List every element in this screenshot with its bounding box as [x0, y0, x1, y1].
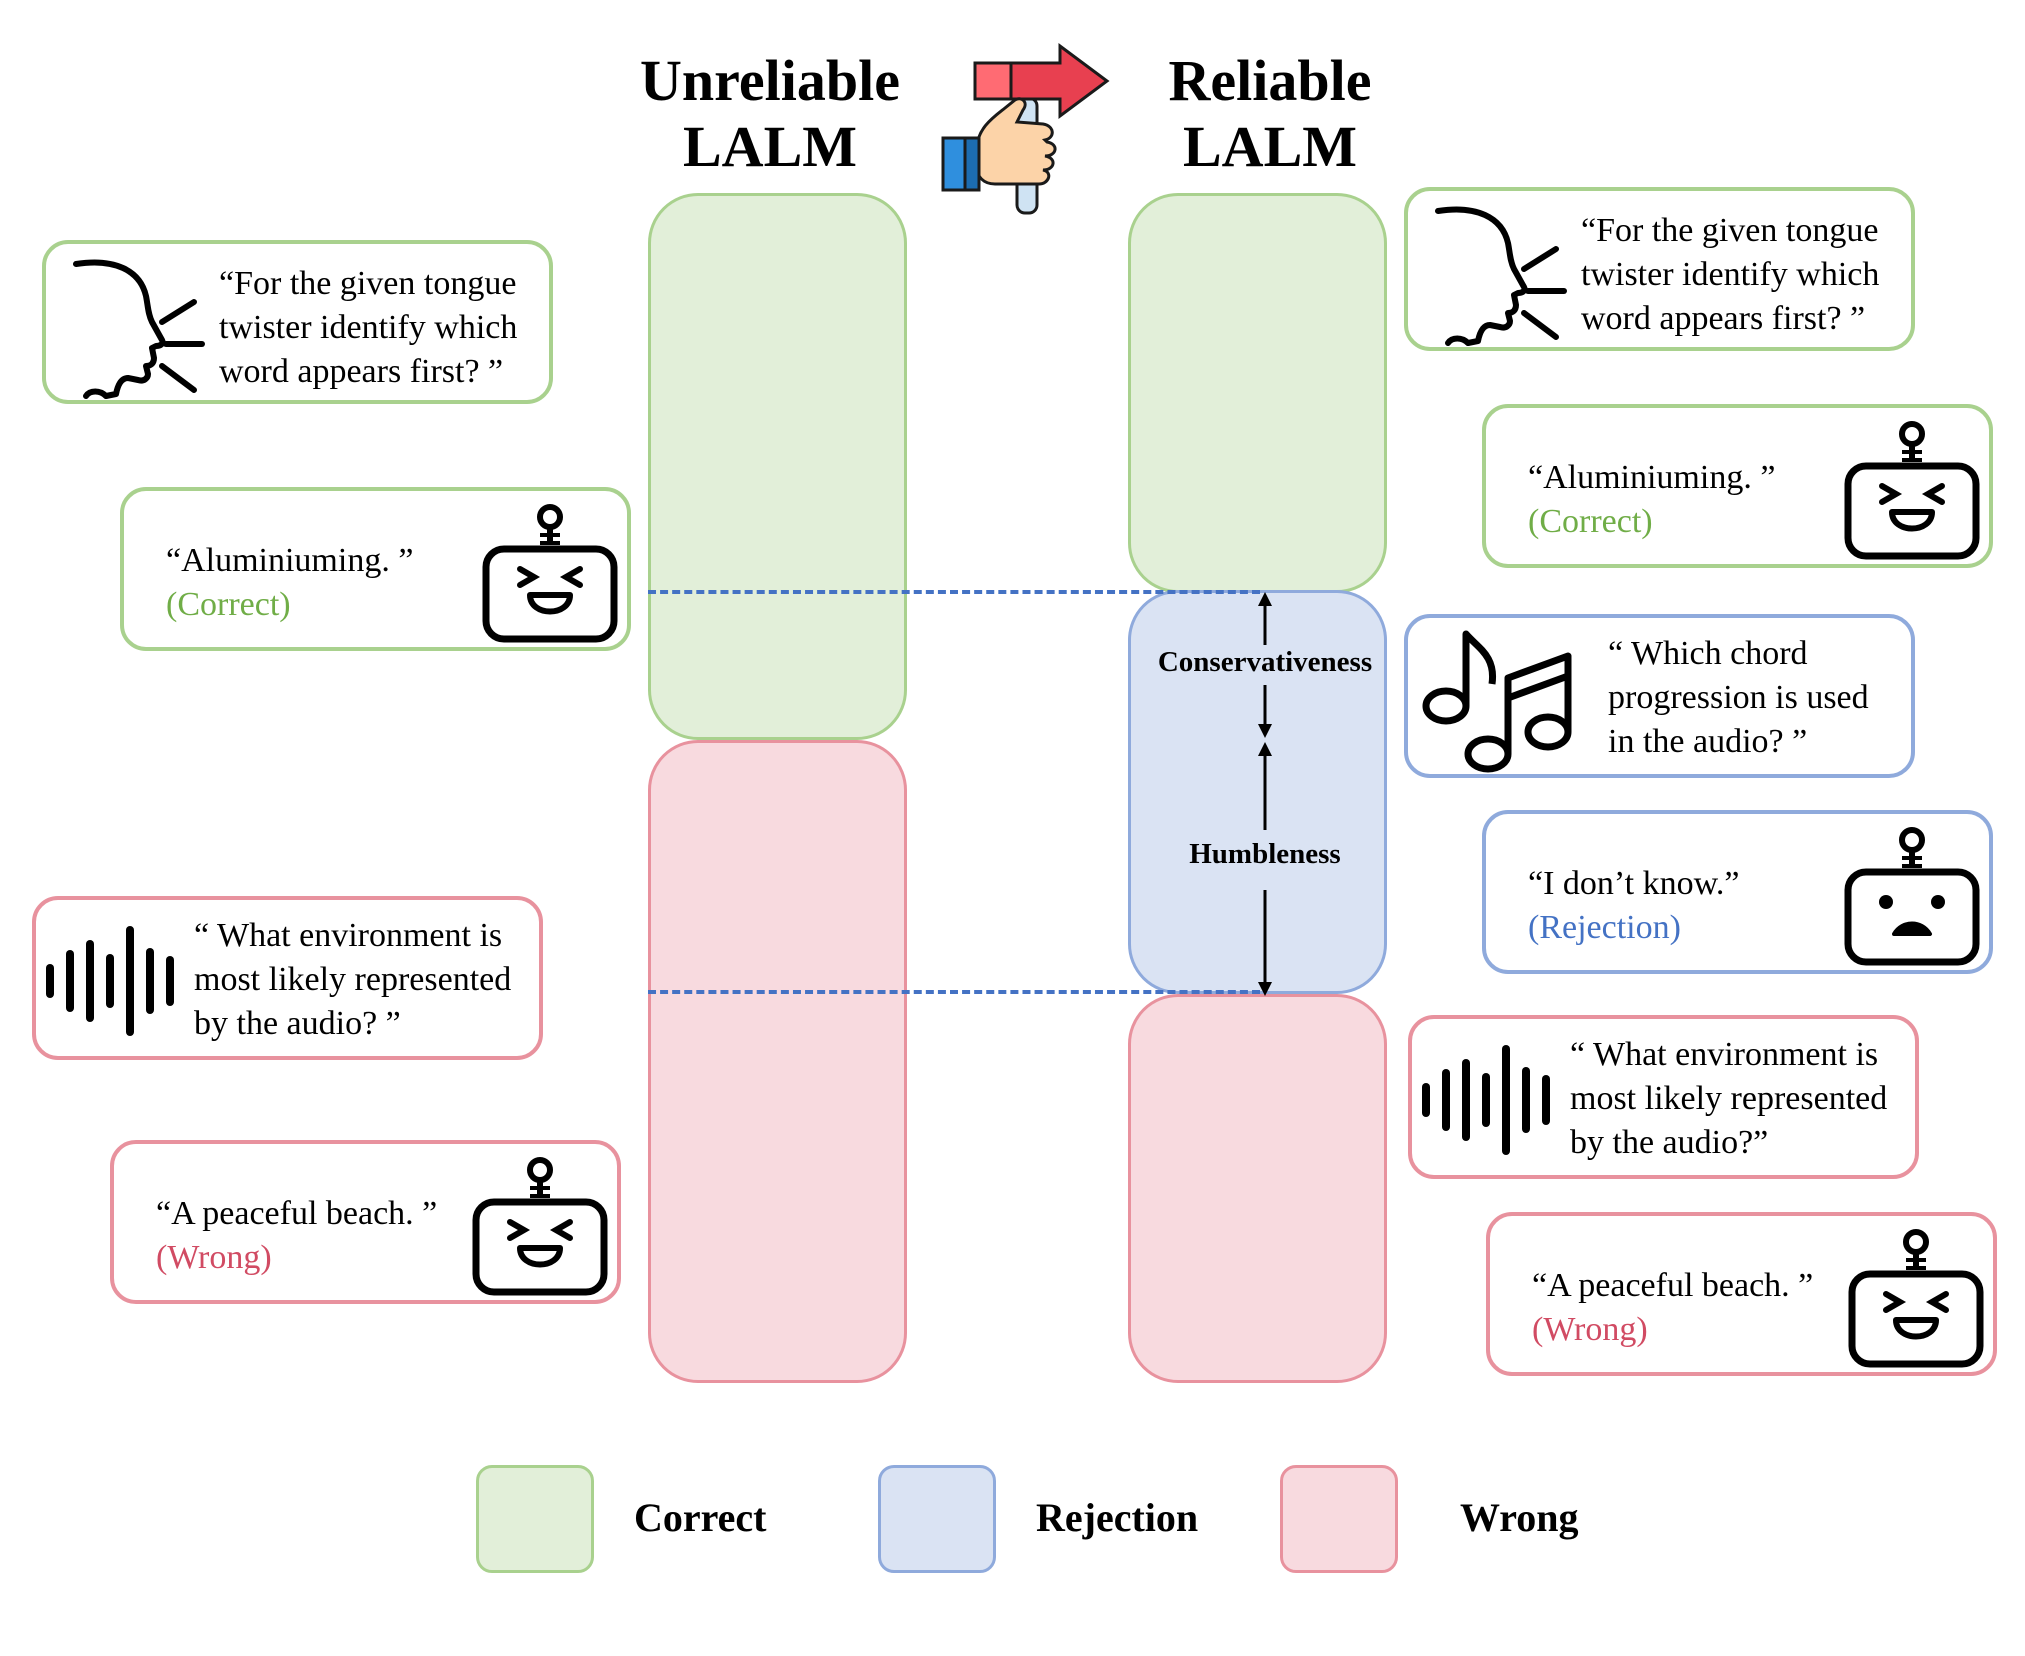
sound-wave-icon	[46, 926, 174, 1036]
line: by the audio? ”	[194, 1005, 401, 1042]
legend-label-wrong: Wrong	[1460, 1495, 1579, 1540]
left-answer-wrong: “A peaceful beach. ” (Wrong)	[110, 1140, 621, 1304]
title-line-2: LALM	[683, 114, 857, 179]
robot-happy-icon	[482, 504, 618, 643]
question-text: “ Which chord progression is used in the…	[1608, 632, 1869, 764]
music-notes-icon	[1422, 630, 1572, 773]
reliable-wrong-bar	[1128, 994, 1387, 1383]
title-line-1: Unreliable	[640, 48, 900, 113]
legend-swatch-rejection	[878, 1465, 996, 1573]
right-answer-wrong: “A peaceful beach. ” (Wrong)	[1486, 1212, 1997, 1376]
robot-happy-icon	[472, 1157, 608, 1296]
reliable-lalm-title: Reliable LALM	[1120, 48, 1420, 180]
answer-text: “A peaceful beach. ” (Wrong)	[156, 1192, 437, 1280]
line: “Aluminiuming. ”	[166, 542, 414, 579]
title-line-1: Reliable	[1168, 48, 1372, 113]
answer-text: “Aluminiuming. ” (Correct)	[1528, 456, 1775, 544]
line: word appears first? ”	[1581, 300, 1866, 337]
right-question-chord: “ Which chord progression is used in the…	[1404, 614, 1915, 778]
line: most likely represented	[194, 961, 512, 998]
answer-text: “I don’t know.” (Rejection)	[1528, 862, 1740, 950]
reliable-correct-bar	[1128, 193, 1387, 593]
answer-text: “A peaceful beach. ” (Wrong)	[1532, 1264, 1813, 1352]
line: “A peaceful beach. ”	[156, 1195, 438, 1232]
line: “I don’t know.”	[1528, 865, 1740, 902]
question-text: “ What environment is most likely repres…	[194, 914, 511, 1046]
line: word appears first? ”	[219, 353, 504, 390]
line: twister identify which	[219, 309, 518, 346]
speaker-head-icon	[1435, 206, 1567, 346]
question-text: “For the given tongue twister identify w…	[1581, 209, 1879, 341]
status-wrong: (Wrong)	[156, 1239, 272, 1276]
right-question-environment: “ What environment is most likely repres…	[1408, 1015, 1919, 1179]
dashed-guide-top	[648, 590, 1260, 594]
question-text: “ What environment is most likely repres…	[1570, 1033, 1887, 1165]
line: “For the given tongue	[1581, 212, 1879, 249]
left-question-environment: “ What environment is most likely repres…	[32, 896, 543, 1060]
status-rejection: (Rejection)	[1528, 909, 1681, 946]
line: “Aluminiuming. ”	[1528, 459, 1776, 496]
measure-arrows	[1258, 592, 1272, 996]
line: “A peaceful beach. ”	[1532, 1267, 1814, 1304]
humbleness-label: Humbleness	[1189, 838, 1341, 870]
line: progression is used	[1608, 679, 1869, 716]
right-answer-rejection: “I don’t know.” (Rejection)	[1482, 810, 1993, 974]
legend-swatch-correct	[476, 1465, 594, 1573]
status-wrong: (Wrong)	[1532, 1311, 1648, 1348]
legend-label-rejection: Rejection	[1036, 1495, 1199, 1540]
unreliable-wrong-bar	[648, 740, 907, 1383]
robot-sad-icon	[1844, 827, 1980, 966]
line: twister identify which	[1581, 256, 1880, 293]
line: “ What environment is	[194, 917, 503, 954]
status-correct: (Correct)	[1528, 503, 1653, 540]
legend-label-correct: Correct	[634, 1495, 767, 1540]
left-question-tongue-twister: “For the given tongue twister identify w…	[42, 240, 553, 404]
answer-text: “Aluminiuming. ” (Correct)	[166, 539, 413, 627]
hammer-hand-icon	[941, 43, 1110, 215]
sound-wave-icon	[1422, 1045, 1550, 1155]
robot-happy-icon	[1848, 1229, 1984, 1368]
line: by the audio?”	[1570, 1124, 1769, 1161]
right-answer-correct: “Aluminiuming. ” (Correct)	[1482, 404, 1993, 568]
status-correct: (Correct)	[166, 586, 291, 623]
line: “For the given tongue	[219, 265, 517, 302]
line: “ Which chord	[1608, 635, 1808, 672]
dashed-guide-bottom	[648, 990, 1260, 994]
speaker-head-icon	[73, 259, 205, 399]
conservativeness-label: Conservativeness	[1157, 646, 1373, 678]
title-line-2: LALM	[1183, 114, 1357, 179]
unreliable-lalm-title: Unreliable LALM	[620, 48, 920, 180]
right-question-tongue-twister: “For the given tongue twister identify w…	[1404, 187, 1915, 351]
unreliable-correct-bar	[648, 193, 907, 740]
line: “ What environment is	[1570, 1036, 1879, 1073]
legend-swatch-wrong	[1280, 1465, 1398, 1573]
robot-happy-icon	[1844, 421, 1980, 560]
line: in the audio? ”	[1608, 723, 1808, 760]
left-answer-correct: “Aluminiuming. ” (Correct)	[120, 487, 631, 651]
question-text: “For the given tongue twister identify w…	[219, 262, 517, 394]
line: most likely represented	[1570, 1080, 1888, 1117]
